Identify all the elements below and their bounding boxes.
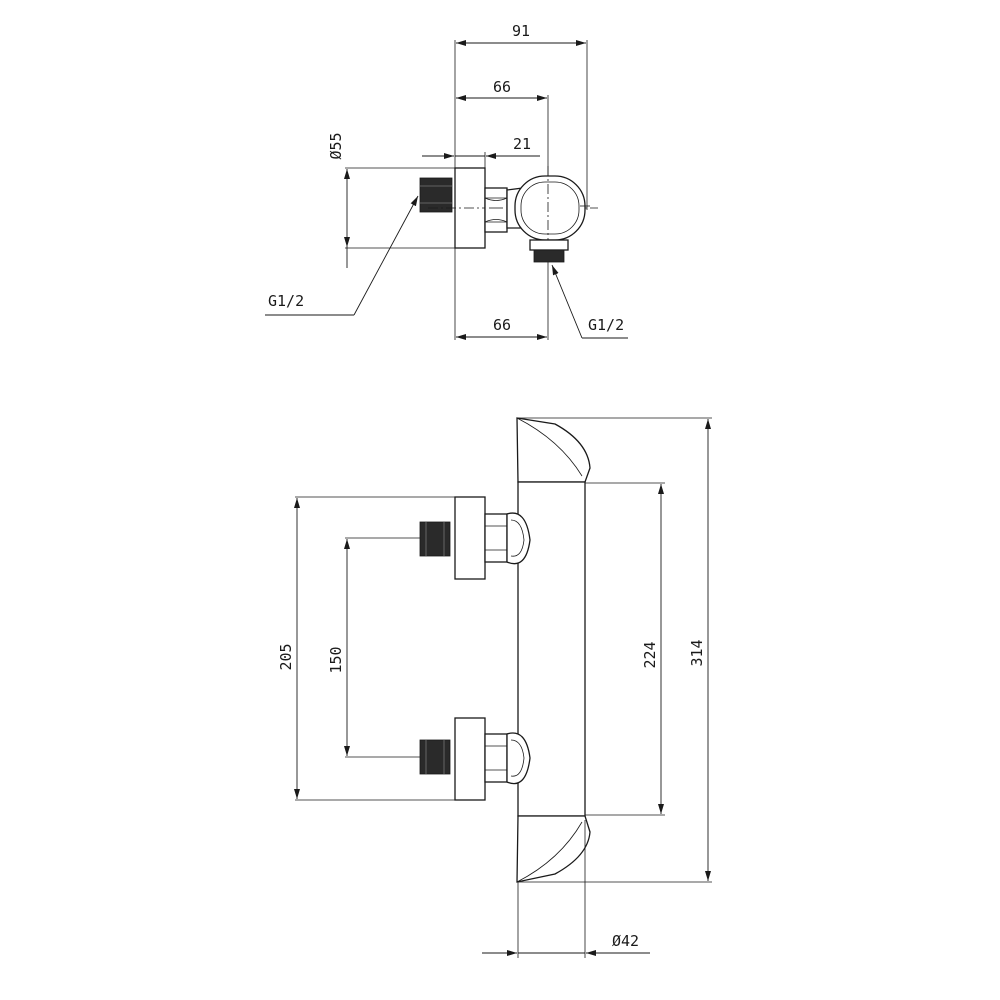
dimension-314: 314	[688, 419, 711, 881]
dimension-66-upper-label: 66	[493, 78, 511, 96]
upper-inlet-nut	[419, 521, 451, 557]
dimension-224: 224	[641, 484, 664, 814]
lower-hex-nut	[484, 733, 508, 783]
lower-flange	[454, 717, 486, 801]
dimension-91: 91	[456, 22, 586, 46]
dimension-d42-label: Ø42	[612, 932, 639, 950]
upper-connector	[419, 496, 531, 580]
dimension-66-lower-label: 66	[493, 316, 511, 334]
dimension-21: 21	[422, 135, 540, 159]
thread-inlet-label: G1/2	[268, 292, 304, 310]
top-view: 91 66 21 Ø55	[265, 22, 628, 340]
dimension-d55-label: Ø55	[327, 132, 345, 159]
upper-hex-nut	[484, 513, 508, 563]
thread-callout-outlet: G1/2	[551, 264, 628, 339]
lower-connector	[419, 717, 531, 801]
dimension-205: 205	[277, 498, 300, 799]
dimension-d55: Ø55	[327, 132, 350, 268]
dimension-21-label: 21	[513, 135, 531, 153]
hex-nut-top	[484, 187, 508, 233]
thread-outlet-label: G1/2	[588, 316, 624, 334]
outlet-neck-top	[529, 239, 569, 251]
front-view: 205 150 224 314 Ø42	[277, 417, 712, 958]
inlet-connector-top	[419, 177, 453, 213]
thread-callout-inlet: G1/2	[265, 195, 419, 316]
bottom-cap	[516, 815, 591, 883]
dimension-66-lower: 66	[456, 316, 547, 340]
outlet-connector-top	[533, 249, 565, 263]
lower-inlet-nut	[419, 739, 451, 775]
dimension-205-label: 205	[277, 643, 295, 670]
mixer-body-section	[514, 166, 590, 252]
dimension-224-label: 224	[641, 641, 659, 668]
dimension-314-label: 314	[688, 639, 706, 666]
dimension-91-label: 91	[512, 22, 530, 40]
top-cap	[516, 417, 591, 483]
dimension-d42: Ø42	[482, 932, 650, 956]
dimension-150: 150	[327, 539, 350, 756]
dimension-150-label: 150	[327, 646, 345, 673]
upper-flange	[454, 496, 486, 580]
upper-elbow	[506, 512, 531, 565]
lower-elbow	[506, 732, 531, 785]
dimension-66-upper: 66	[456, 78, 547, 101]
